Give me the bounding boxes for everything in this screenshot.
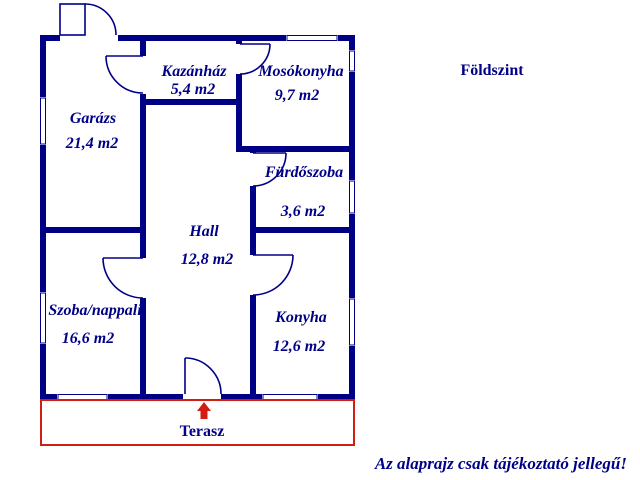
livingroom-door-opening [139,258,147,298]
garage-door-arc [84,3,117,36]
terrace-door-arc [184,357,222,395]
bathroom-door-opening [249,153,257,186]
room-label-konyha: Konyha [274,309,327,326]
room-area-garazs: 21,4 m2 [65,135,118,152]
window-laundry-right [349,50,355,72]
wall-top [40,35,355,41]
window-garage-left [40,97,46,145]
garage-door-opening [60,34,118,42]
laundry-door-opening [235,44,243,74]
disclaimer-note: Az alaprajz csak tájékoztató jellegű! [374,454,627,473]
windows [39,34,356,401]
wall-inner-vertical-left [140,35,146,400]
room-area-konyha: 12,6 m2 [273,338,325,355]
boilerroom-door-opening [139,56,147,94]
wall-boilerroom-bottom [140,99,242,105]
room-area-szoba: 16,6 m2 [62,330,114,347]
floor-title: Földszint [460,62,524,79]
room-area-kazanhaz: 5,4 m2 [171,81,215,98]
terrace-label: Terasz [180,423,225,440]
wall-garage-room-divider [40,227,146,233]
room-label-mosokonyha: Mosókonyha [257,63,343,80]
window-kitchen-bottom [262,394,318,400]
wall-boilerroom-laundry-divider [236,35,242,152]
window-kitchen-right [349,298,355,346]
kitchen-door-opening [249,255,257,295]
room-label-hall: Hall [188,223,219,240]
window-livingroom-bottom [57,394,108,400]
wall-right [349,35,355,400]
room-area-mosokonyha: 9,7 m2 [275,87,319,104]
room-label-furdoszoba: Fürdőszoba [264,164,343,181]
wall-laundry-bottom [236,146,355,152]
kitchen-door-arc [252,254,294,296]
terrace-door-opening [183,393,221,401]
room-label-szoba: Szoba/nappali [48,302,142,319]
bathroom-door-arc [252,152,287,187]
garage-door-panel [59,3,86,36]
door-openings [60,34,257,401]
room-area-hall: 12,8 m2 [181,251,233,268]
door-swings [59,3,294,395]
room-area-furdoszoba: 3,6 m2 [280,203,325,220]
window-bathroom-right [349,180,355,214]
laundry-door-arc [239,43,271,75]
entrance-arrow-icon [197,402,211,419]
window-livingroom-left [40,292,46,344]
labels: Garázs 21,4 m2 Kazánház 5,4 m2 Mosókonyh… [48,62,627,473]
window-laundry-top [286,35,338,41]
room-label-garazs: Garázs [70,110,116,127]
room-label-kazanhaz: Kazánház [161,63,228,80]
livingroom-door-arc [102,257,144,299]
terrace-outline [40,399,355,446]
wall-bathroom-kitchen-divider [250,227,355,233]
wall-left [40,35,46,400]
boilerroom-door-arc [105,55,144,94]
